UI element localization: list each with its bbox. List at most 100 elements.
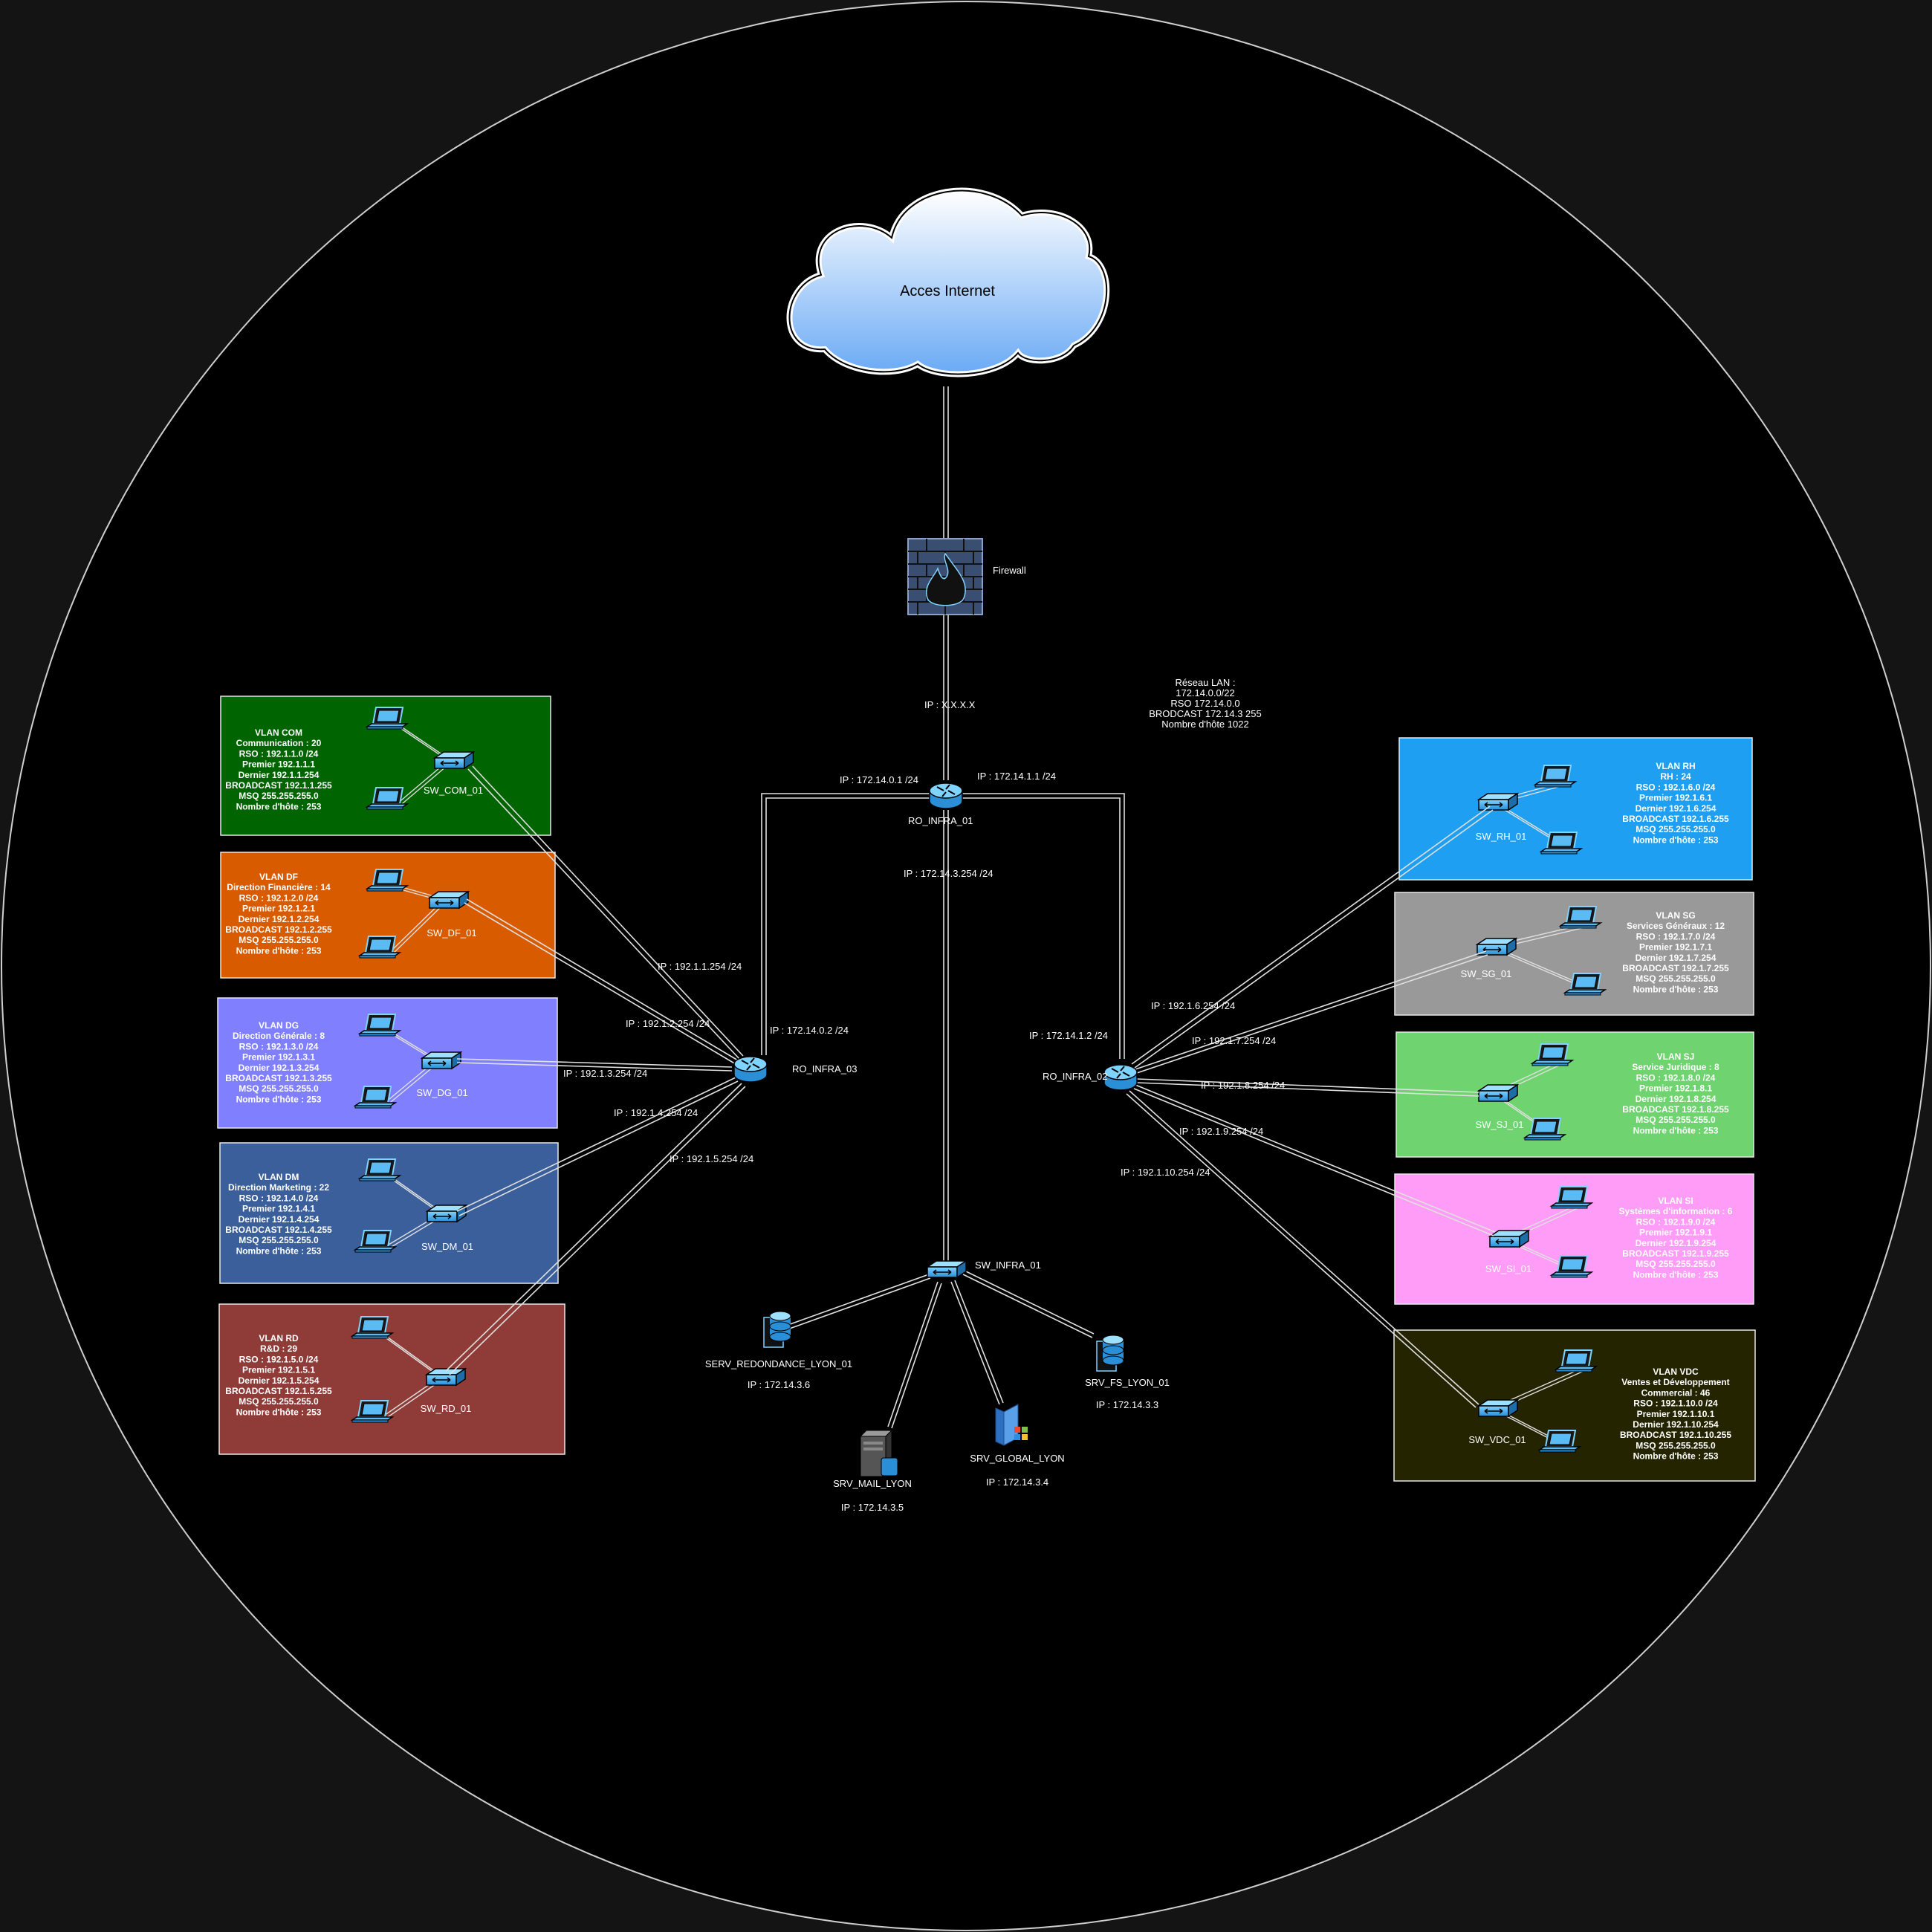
- switch-icon[interactable]: [421, 1051, 461, 1069]
- vlan-info-line: BROADCAST 192.1.9.255: [1622, 1248, 1729, 1259]
- vlan-info-line: BROADCAST 192.1.4.255: [225, 1225, 332, 1235]
- vlan-info-line: VLAN DG: [259, 1020, 299, 1031]
- vlan-info-line: Dernier 192.1.3.254: [239, 1063, 320, 1073]
- vlan-info-line: Nombre d'hôte : 253: [1633, 1451, 1719, 1462]
- firewall-label: Firewall: [993, 565, 1026, 576]
- vlan-info-line: Communication : 20: [236, 738, 322, 748]
- vlan-info-line: Nombre d'hôte : 253: [1633, 1269, 1719, 1280]
- vlan-info-line: Premier 192.1.2.1: [242, 904, 315, 914]
- windows-server-icon[interactable]: [995, 1404, 1028, 1446]
- vlan-info-line: VLAN DM: [259, 1172, 299, 1182]
- router-ro2-label: RO_INFRA_02: [1043, 1071, 1107, 1082]
- vlan-info-line: Ventes et Développement: [1621, 1377, 1729, 1387]
- vlan-info-line: R&D : 29: [260, 1343, 297, 1354]
- vlan-info-line: VLAN RH: [1656, 761, 1695, 771]
- switch-label: SW_DG_01: [416, 1087, 467, 1098]
- link-label: IP : 192.1.9.254 /24: [1179, 1126, 1263, 1137]
- vlan-info-line: Nombre d'hôte : 253: [236, 801, 322, 811]
- switch-label: SW_DF_01: [427, 927, 476, 939]
- vlan-info-line: BROADCAST 192.1.7.255: [1622, 963, 1729, 973]
- link-label: IP : 172.14.1.1 /24: [977, 771, 1056, 782]
- vlan-info-line: RSO : 192.1.5.0 /24: [239, 1354, 319, 1364]
- vlan-info-line: Dernier 192.1.10.254: [1633, 1419, 1719, 1430]
- vlan-info-line: VLAN VDC: [1653, 1367, 1699, 1377]
- switch-infra-label: SW_INFRA_01: [975, 1260, 1041, 1271]
- lan-info-line: 172.14.0.0/22: [1176, 687, 1235, 698]
- vlan-info-line: RSO : 192.1.10.0 /24: [1633, 1398, 1718, 1409]
- vlan-info-line: Premier 192.1.7.1: [1639, 942, 1712, 953]
- router-ro2-icon[interactable]: [1103, 1064, 1138, 1091]
- vlan-info-line: VLAN SJ: [1657, 1051, 1695, 1062]
- switch-label: SW_SI_01: [1485, 1263, 1531, 1274]
- switch-label: SW_RD_01: [421, 1403, 472, 1414]
- vlan-info-line: RSO : 192.1.7.0 /24: [1636, 931, 1716, 941]
- vlan-box-background: [1398, 737, 1753, 881]
- link-label: IP : 192.1.1.254 /24: [658, 961, 742, 972]
- vlan-info-line: Premier 192.1.10.1: [1637, 1409, 1715, 1419]
- switch-infra-icon[interactable]: [927, 1260, 967, 1278]
- server-name: SERV_REDONDANCE_LYON_01: [705, 1358, 852, 1369]
- link-label: IP : 192.1.3.254 /24: [563, 1068, 647, 1079]
- vlan-info-line: VLAN SG: [1656, 910, 1695, 921]
- internet-label: Acces Internet: [900, 283, 995, 299]
- lan-info-line: Nombre d'hôte 1022: [1161, 719, 1248, 730]
- vlan-info-line: MSQ 255.255.255.0: [1636, 973, 1716, 984]
- vlan-info-line: Service Juridique : 8: [1632, 1062, 1719, 1072]
- mail-server-icon[interactable]: [859, 1429, 898, 1478]
- link-label: IP : 192.1.5.254 /24: [670, 1153, 753, 1164]
- switch-icon[interactable]: [1478, 793, 1518, 811]
- switch-label: SW_VDC_01: [1468, 1434, 1526, 1445]
- switch-icon[interactable]: [426, 1368, 466, 1386]
- vlan-info-line: BROADCAST 192.1.2.255: [225, 924, 332, 935]
- vlan-info-line: Premier 192.1.9.1: [1639, 1228, 1712, 1238]
- vlan-info-line: MSQ 255.255.255.0: [239, 1396, 319, 1407]
- vlan-info-line: MSQ 255.255.255.0: [239, 1235, 319, 1245]
- vlan-info-line: Premier 192.1.8.1: [1639, 1083, 1712, 1094]
- link-label: IP : 172.14.0.1 /24: [840, 774, 918, 785]
- vlan-info-line: Dernier 192.1.2.254: [239, 914, 320, 924]
- vlan-info-line: Dernier 192.1.1.254: [239, 770, 320, 780]
- link-label: IP : 192.1.7.254 /24: [1192, 1035, 1276, 1046]
- vlan-info-line: Premier 192.1.5.1: [242, 1365, 315, 1375]
- lan-info-line: Réseau LAN :: [1176, 677, 1236, 688]
- router-ro3-icon[interactable]: [733, 1056, 768, 1083]
- vlan-info-line: BROADCAST 192.1.5.255: [225, 1386, 332, 1396]
- switch-icon[interactable]: [429, 891, 469, 909]
- server-ip: IP : 172.14.3.3: [1096, 1399, 1158, 1410]
- vlan-info-line: BROADCAST 192.1.8.255: [1622, 1104, 1729, 1115]
- vlan-info-line: Premier 192.1.6.1: [1639, 793, 1712, 803]
- server-name: SRV_FS_LYON_01: [1085, 1377, 1170, 1388]
- router-ro1-icon[interactable]: [929, 782, 963, 809]
- vlan-info-line: MSQ 255.255.255.0: [239, 791, 319, 801]
- vlan-info-line: VLAN DF: [259, 872, 298, 882]
- vlan-info-line: Premier 192.1.1.1: [242, 759, 315, 770]
- vlan-info-line: MSQ 255.255.255.0: [1636, 1259, 1716, 1269]
- vlan-info-line: Systèmes d'information : 6: [1619, 1206, 1733, 1216]
- switch-label: SW_RH_01: [1476, 831, 1527, 842]
- vlan-info-line: Dernier 192.1.9.254: [1636, 1238, 1717, 1248]
- switch-icon[interactable]: [1478, 1399, 1518, 1417]
- vlan-info-line: Direction Financière : 14: [227, 882, 331, 892]
- switch-icon[interactable]: [1489, 1230, 1529, 1248]
- vlan-info-line: BROADCAST 192.1.1.255: [225, 780, 332, 791]
- vlan-info-line: Nombre d'hôte : 253: [236, 1407, 322, 1417]
- switch-icon[interactable]: [1478, 1084, 1518, 1102]
- vlan-info-line: VLAN RD: [259, 1333, 299, 1343]
- vlan-info-line: RSO : 192.1.6.0 /24: [1636, 782, 1716, 792]
- switch-icon[interactable]: [434, 751, 474, 769]
- vlan-info-line: BROADCAST 192.1.3.255: [225, 1073, 332, 1083]
- router-ro3-label: RO_INFRA_03: [792, 1063, 857, 1074]
- switch-icon[interactable]: [427, 1205, 467, 1222]
- vlan-info-line: Nombre d'hôte : 253: [1633, 1125, 1719, 1135]
- vlan-info-line: Commercial : 46: [1641, 1387, 1711, 1398]
- link-label: IP : 192.1.6.254 /24: [1151, 1000, 1235, 1011]
- link-label: IP : X.X.X.X: [924, 699, 976, 710]
- server-ip: IP : 172.14.3.4: [986, 1476, 1048, 1488]
- vlan-info-line: VLAN SI: [1658, 1196, 1693, 1206]
